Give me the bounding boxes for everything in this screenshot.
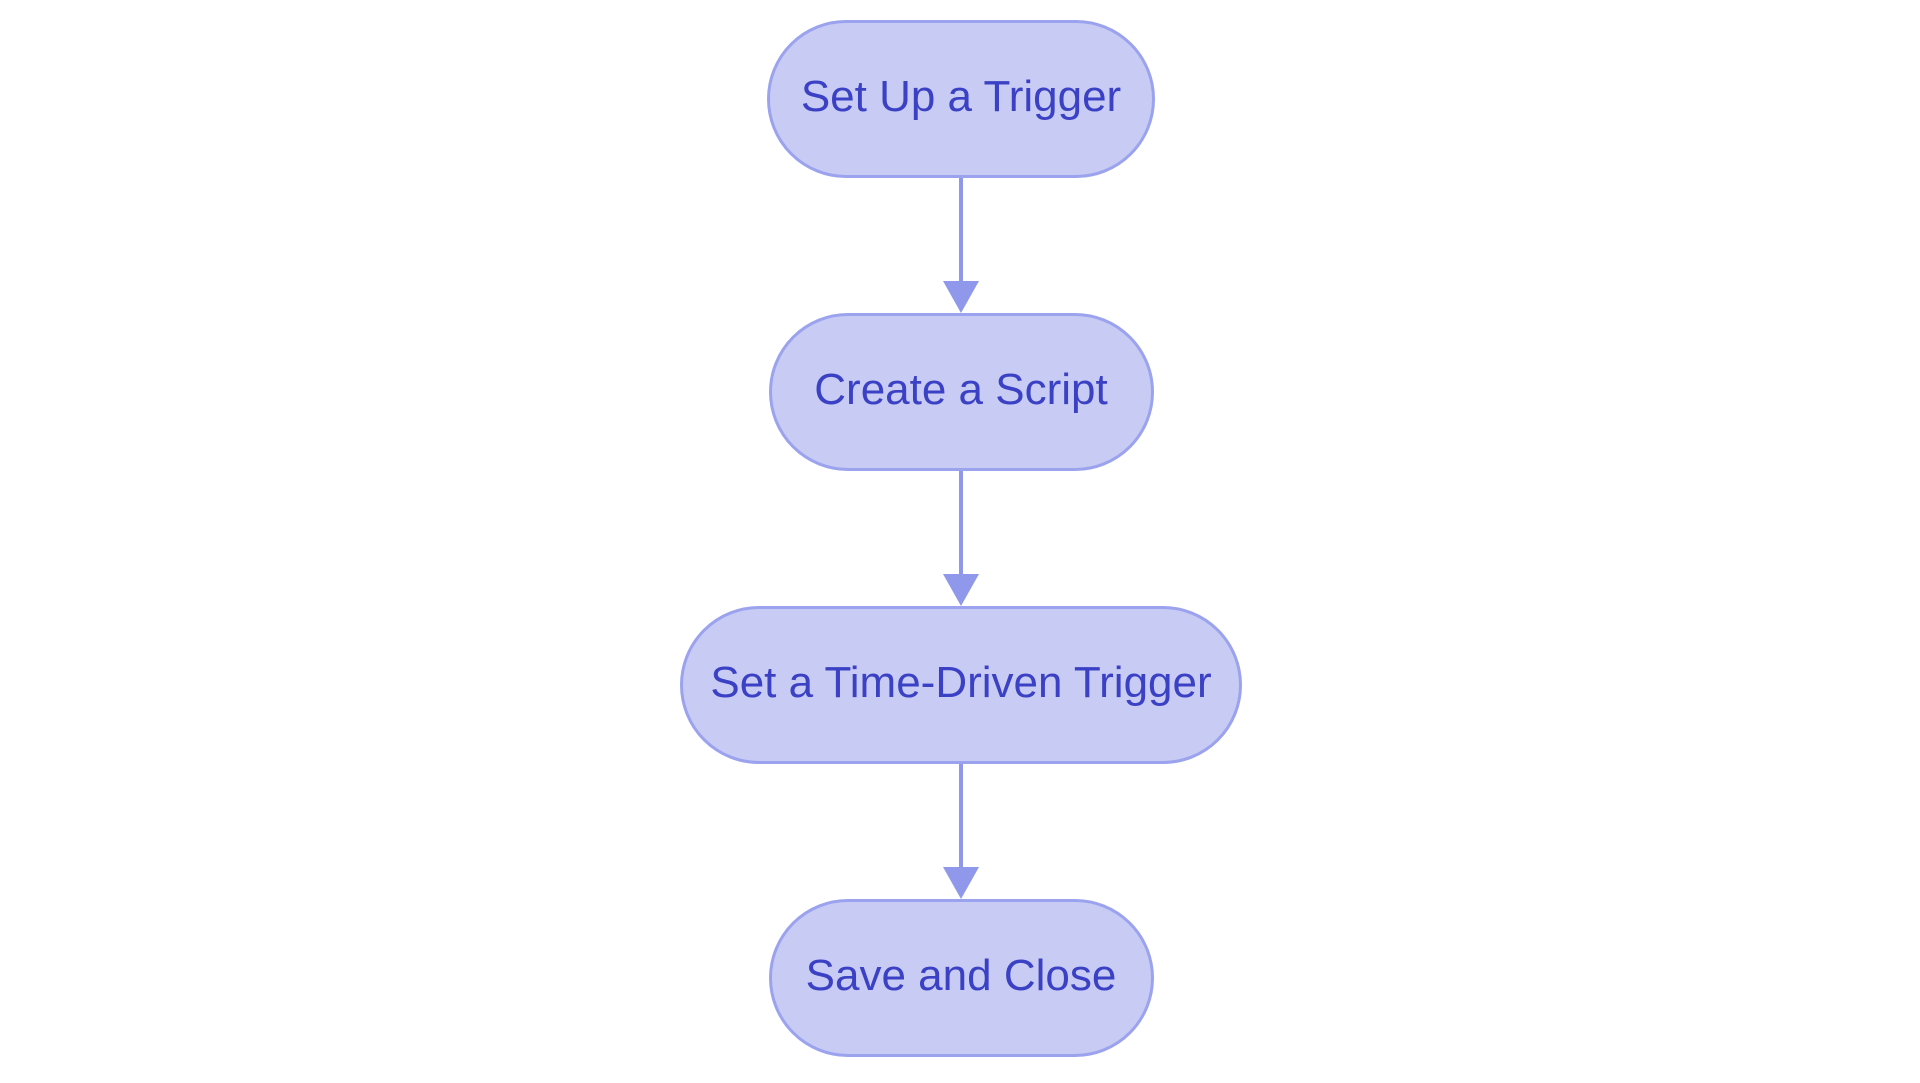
- flow-arrow-3: [943, 764, 979, 899]
- arrow-head-icon: [943, 574, 979, 606]
- flow-arrow-1: [943, 178, 979, 313]
- arrow-line: [959, 178, 963, 281]
- flowchart-node-save-and-close: Save and Close: [768, 899, 1154, 1057]
- node-label: Save and Close: [805, 951, 1117, 1000]
- arrow-head-icon: [943, 281, 979, 313]
- node-label: Set a Time-Driven Trigger: [710, 658, 1212, 707]
- flow-arrow-2: [943, 471, 979, 606]
- arrow-head-icon: [943, 867, 979, 899]
- arrow-line: [959, 764, 963, 867]
- flowchart-node-set-up-a-trigger: Set Up a Trigger: [767, 20, 1155, 178]
- flowchart: Set Up a Trigger Create a Script Set a T…: [1, 20, 1920, 1057]
- node-label: Create a Script: [814, 365, 1108, 414]
- arrow-line: [959, 471, 963, 574]
- flowchart-node-create-a-script: Create a Script: [768, 313, 1154, 471]
- node-label: Set Up a Trigger: [800, 72, 1122, 121]
- flowchart-node-set-a-time-driven-trigger: Set a Time-Driven Trigger: [680, 606, 1242, 764]
